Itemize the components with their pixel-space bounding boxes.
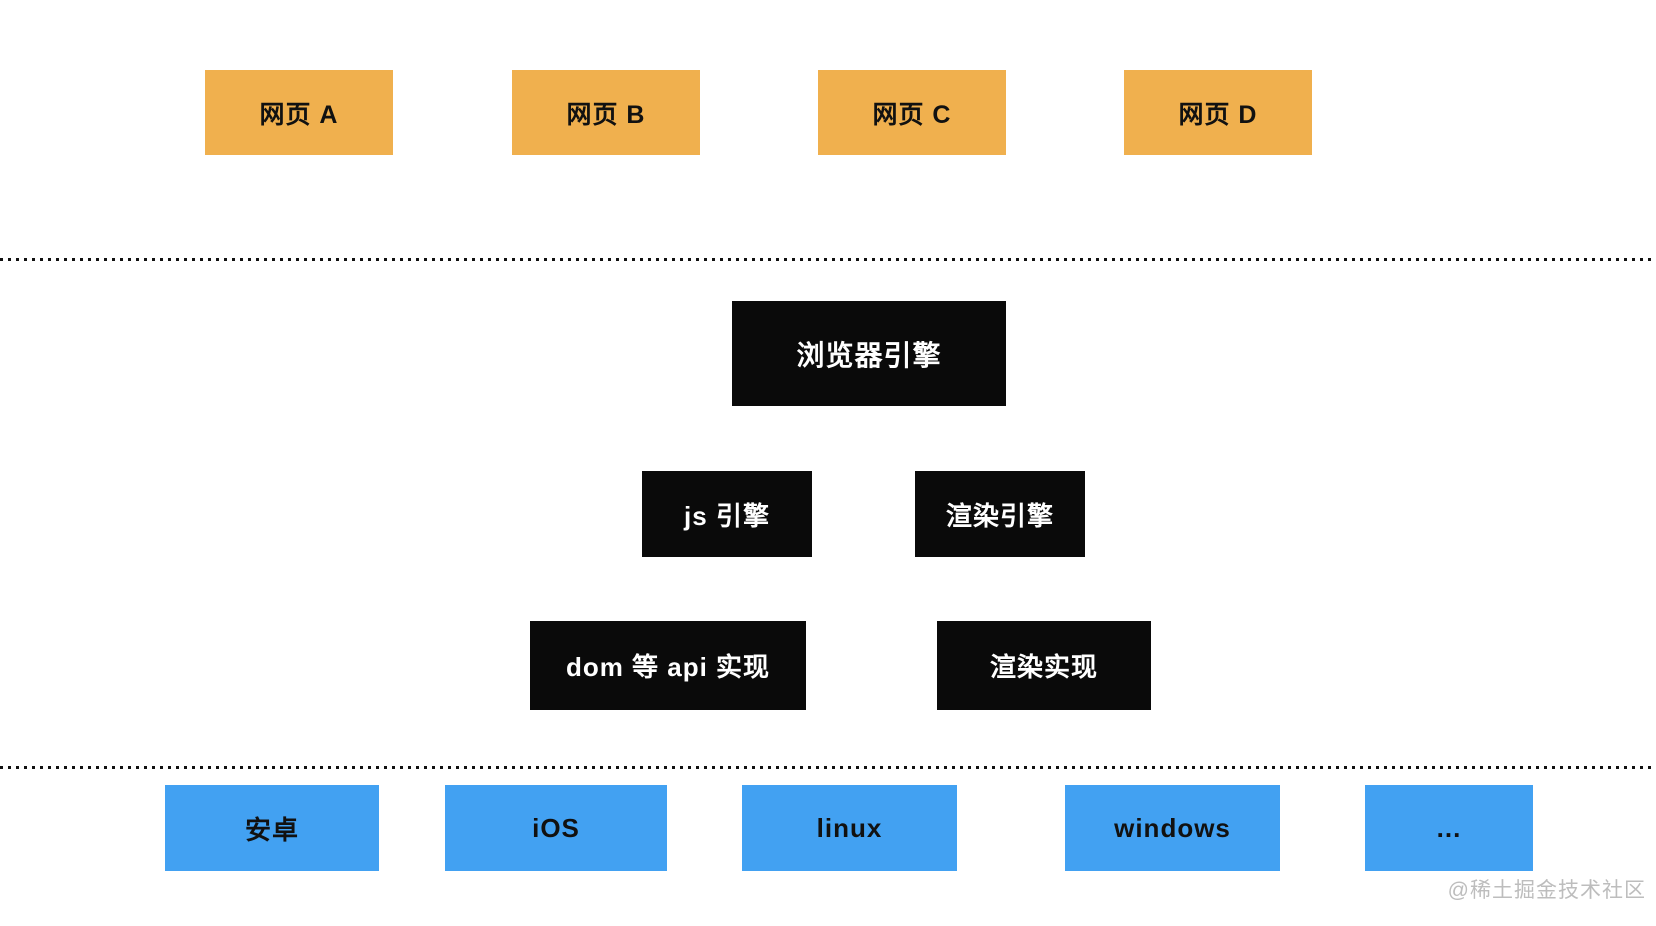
render-implementation-box: 渲染实现 (937, 621, 1151, 710)
platform-android-box: 安卓 (165, 785, 379, 871)
browser-engine-box: 浏览器引擎 (732, 301, 1006, 406)
webpage-c-box: 网页 C (818, 70, 1006, 155)
webpage-d-box: 网页 D (1124, 70, 1312, 155)
webpage-b-box: 网页 B (512, 70, 700, 155)
watermark: @稀土掘金技术社区 (1447, 879, 1646, 902)
js-engine-label: js 引擎 (684, 500, 770, 531)
dom-api-implementation-box: dom 等 api 实现 (530, 621, 806, 710)
render-engine-label: 渲染引擎 (945, 500, 1054, 531)
platform-linux-label: linux (816, 812, 883, 843)
render-implementation-label: 渲染实现 (989, 652, 1098, 682)
webpage-a-label: 网页 A (259, 100, 339, 129)
platform-more-label: ... (1436, 812, 1462, 843)
webpage-b-label: 网页 B (566, 100, 646, 129)
separator-dotted-line-top (0, 258, 1656, 261)
browser-engine-label: 浏览器引擎 (796, 339, 942, 371)
platform-android-label: 安卓 (244, 814, 299, 845)
platform-windows-label: windows (1114, 812, 1231, 843)
render-engine-box: 渲染引擎 (915, 471, 1085, 557)
platform-linux-box: linux (742, 785, 957, 871)
js-engine-box: js 引擎 (642, 471, 812, 557)
webpage-c-label: 网页 C (872, 100, 952, 129)
platform-windows-box: windows (1065, 785, 1280, 871)
platform-ios-label: iOS (532, 812, 580, 843)
separator-dotted-line-bottom (0, 766, 1656, 769)
webpage-a-box: 网页 A (205, 70, 393, 155)
platform-ios-box: iOS (445, 785, 667, 871)
webpage-d-label: 网页 D (1178, 100, 1258, 129)
dom-api-implementation-label: dom 等 api 实现 (565, 652, 771, 682)
platform-more-box: ... (1365, 785, 1533, 871)
